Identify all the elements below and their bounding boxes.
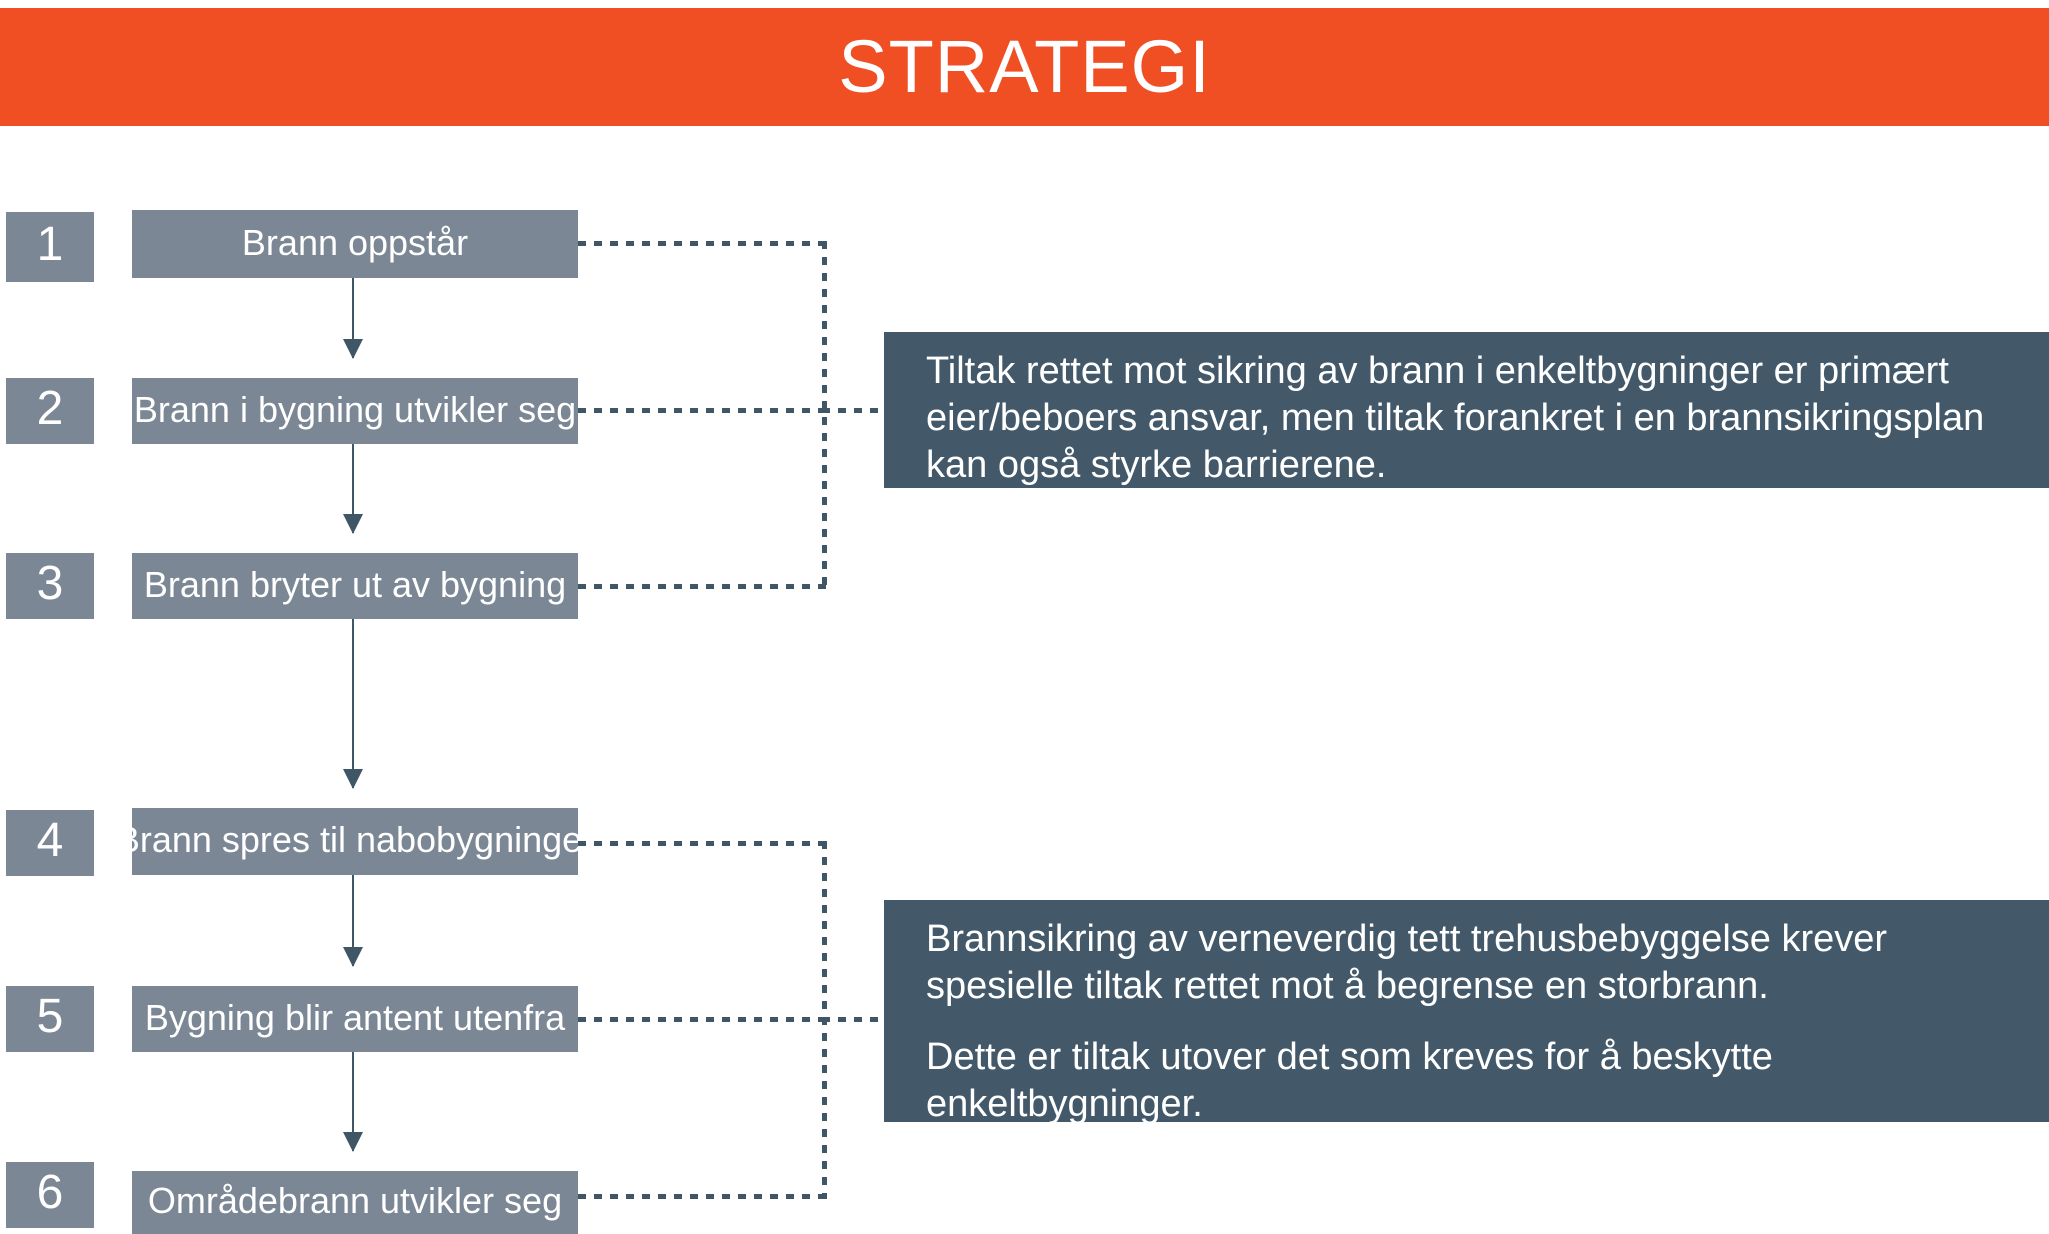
step-box-5[interactable]: Bygning blir antent utenfra bbox=[132, 986, 578, 1052]
step-box-2[interactable]: Brann i bygning utvikler seg bbox=[132, 378, 578, 444]
page-title: STRATEGI bbox=[838, 25, 1211, 108]
step-box-4[interactable]: Brann spres til nabobygninger bbox=[116, 808, 594, 875]
connector-step-6 bbox=[578, 1194, 827, 1199]
flow-arrow-5-to-6 bbox=[343, 1052, 363, 1152]
connector-bracket-upper bbox=[822, 241, 827, 589]
connector-step-4 bbox=[578, 841, 827, 846]
flow-arrow-2-to-3 bbox=[343, 444, 363, 534]
step-number-badge-1: 1 bbox=[6, 212, 94, 282]
connector-step-5 bbox=[578, 1017, 827, 1022]
connector-step-3 bbox=[578, 584, 827, 589]
info-panel-lower-paragraph-1: Brannsikring av verneverdig tett trehusb… bbox=[926, 918, 1888, 1008]
header-bar: STRATEGI bbox=[0, 8, 2049, 126]
step-number-badge-6: 6 bbox=[6, 1162, 94, 1228]
info-panel-upper-paragraph-1: Tiltak rettet mot sikring av brann i enk… bbox=[926, 350, 1985, 487]
step-number-badge-4: 4 bbox=[6, 810, 94, 876]
connector-bracket-lower-to-panel bbox=[822, 1017, 890, 1022]
step-box-3[interactable]: Brann bryter ut av bygning bbox=[132, 553, 578, 619]
connector-step-2 bbox=[578, 408, 827, 413]
info-panel-lower: Brannsikring av verneverdig tett trehusb… bbox=[884, 900, 2049, 1125]
flow-arrow-4-to-5 bbox=[343, 875, 363, 967]
info-panel-upper: Tiltak rettet mot sikring av brann i enk… bbox=[884, 332, 2049, 488]
connector-bracket-upper-to-panel bbox=[822, 408, 890, 413]
step-number-badge-3: 3 bbox=[6, 553, 94, 619]
flow-arrow-3-to-4 bbox=[343, 619, 363, 789]
step-number-badge-5: 5 bbox=[6, 986, 94, 1052]
connector-step-1 bbox=[578, 241, 827, 246]
step-box-1[interactable]: Brann oppstår bbox=[132, 210, 578, 278]
step-number-badge-2: 2 bbox=[6, 378, 94, 444]
step-box-6[interactable]: Områdebrann utvikler seg bbox=[132, 1171, 578, 1234]
flow-arrow-1-to-2 bbox=[343, 278, 363, 359]
info-panel-lower-paragraph-2: Dette er tiltak utover det som kreves fo… bbox=[926, 1036, 1773, 1126]
